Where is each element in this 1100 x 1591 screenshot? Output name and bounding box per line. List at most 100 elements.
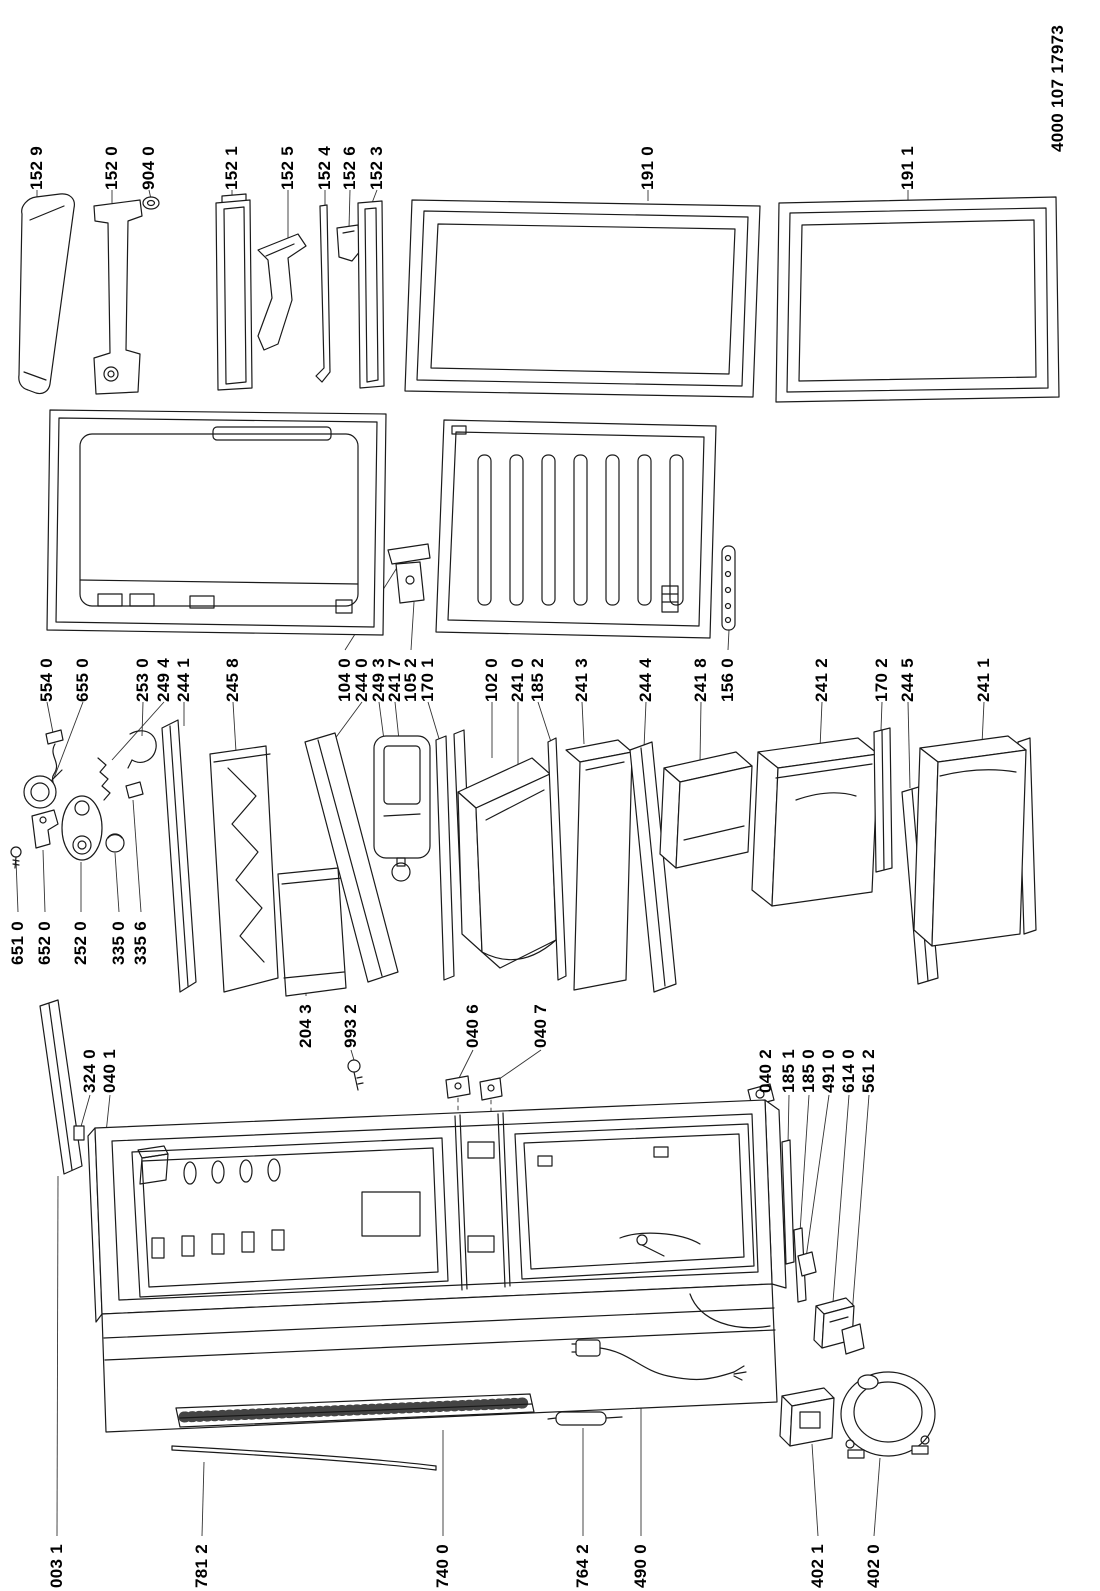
part-label-614-0: 614 0 — [839, 1048, 858, 1093]
part-label-152-3: 152 3 — [367, 145, 386, 190]
part-label-402-0: 402 0 — [864, 1543, 883, 1588]
part-label-402-1: 402 1 — [808, 1543, 827, 1588]
part-drawer-241-2 — [751, 737, 879, 907]
part-label-490-0: 490 0 — [631, 1543, 650, 1588]
part-compressor-402-0 — [840, 1371, 936, 1459]
part-side-trim-003-1 — [39, 999, 83, 1175]
cabinet-freezer-liner — [131, 1137, 449, 1298]
part-label-241-2: 241 2 — [812, 657, 831, 702]
part-label-652-0: 652 0 — [35, 920, 54, 965]
part-trim-strip-156-0 — [721, 545, 736, 631]
part-label-185-1: 185 1 — [779, 1048, 798, 1093]
part-starter-402-1 — [779, 1387, 835, 1447]
part-cabinet-body — [87, 1099, 787, 1433]
part-label-554-0: 554 0 — [37, 657, 56, 702]
part-label-993-2: 993 2 — [341, 1003, 360, 1048]
part-label-102-0: 102 0 — [482, 657, 501, 702]
part-door-gasket-191-0 — [404, 199, 761, 398]
part-cover-561-2 — [841, 1323, 865, 1355]
part-label-253-0: 253 0 — [133, 657, 152, 702]
part-glass-shelf-244-1 — [161, 719, 197, 993]
part-label-152-1: 152 1 — [222, 145, 241, 190]
part-grommet-904-0 — [142, 196, 160, 210]
part-handle-152-9 — [18, 193, 75, 395]
part-lamp-cover-655-0 — [23, 769, 63, 809]
part-trim-185-1 — [781, 1139, 795, 1265]
part-tube-781-2 — [171, 1445, 437, 1471]
part-label-245-8: 245 8 — [223, 657, 242, 702]
part-handle-bracket-152-0 — [93, 199, 143, 395]
part-label-040-1: 040 1 — [100, 1048, 119, 1093]
document-code: 4000 107 17973 — [1048, 24, 1067, 152]
part-screw-651-0 — [10, 846, 22, 869]
part-trim-strip-185-2 — [547, 737, 567, 981]
part-clip-152-6 — [336, 224, 362, 262]
part-label-561-2: 561 2 — [859, 1048, 878, 1093]
part-label-241-0: 241 0 — [508, 657, 527, 702]
part-label-040-6: 040 6 — [463, 1003, 482, 1048]
part-label-185-0: 185 0 — [799, 1048, 818, 1093]
part-label-003-1: 003 1 — [47, 1543, 66, 1588]
part-rail-152-1 — [215, 193, 253, 391]
part-label-191-0: 191 0 — [638, 145, 657, 190]
part-spring-249-4 — [97, 757, 111, 801]
part-label-651-0: 651 0 — [8, 920, 27, 965]
part-label-170-1: 170 1 — [418, 657, 437, 702]
part-drier-764-2 — [547, 1411, 623, 1426]
part-bracket-491-0 — [797, 1251, 817, 1277]
part-label-655-0: 655 0 — [73, 657, 92, 702]
part-bin-204-3 — [277, 867, 347, 997]
part-label-241-3: 241 3 — [572, 657, 591, 702]
part-control-box-241-7 — [373, 735, 431, 882]
part-label-170-2: 170 2 — [872, 657, 891, 702]
part-label-204-3: 204 3 — [296, 1003, 315, 1048]
part-cap-335-0 — [105, 833, 125, 853]
part-label-040-7: 040 7 — [531, 1003, 550, 1048]
part-wire-shelf-245-8 — [209, 745, 279, 993]
part-condenser-740-0 — [175, 1393, 535, 1428]
part-clip-324-0 — [73, 1125, 85, 1141]
part-label-244-5: 244 5 — [898, 657, 917, 702]
part-door-shelf-241-3 — [565, 739, 633, 991]
part-damper-335-6 — [125, 781, 144, 799]
part-label-241-8: 241 8 — [691, 657, 710, 702]
part-label-335-6: 335 6 — [131, 920, 150, 965]
part-label-249-4: 249 4 — [154, 657, 173, 702]
part-hinge-plate-252-0 — [61, 795, 103, 861]
part-clamp-253-0 — [127, 730, 157, 769]
part-label-244-4: 244 4 — [636, 657, 655, 702]
part-label-156-0: 156 0 — [718, 657, 737, 702]
part-label-904-0: 904 0 — [139, 145, 158, 190]
part-key-993-2 — [347, 1059, 364, 1091]
part-glass-shelf-244-4 — [629, 741, 677, 993]
part-trim-152-3 — [357, 200, 385, 389]
part-label-244-1: 244 1 — [174, 657, 193, 702]
part-label-335-0: 335 0 — [109, 920, 128, 965]
part-trim-strip-170-2 — [873, 727, 893, 873]
part-door-gasket-191-1 — [775, 196, 1060, 403]
part-bracket-652-0 — [31, 809, 59, 849]
part-glass-shelf-244-0 — [304, 732, 399, 983]
part-label-252-0: 252 0 — [71, 920, 90, 965]
part-evaporator-door — [435, 419, 717, 639]
part-door-inner-panel — [46, 409, 387, 636]
part-label-152-9: 152 9 — [27, 145, 46, 190]
part-label-241-1: 241 1 — [974, 657, 993, 702]
cabinet-mullion — [454, 1112, 511, 1291]
part-label-152-4: 152 4 — [315, 145, 334, 190]
part-hinge-bracket-104-0 — [387, 543, 431, 604]
part-label-764-2: 764 2 — [573, 1543, 592, 1588]
part-label-152-5: 152 5 — [278, 145, 297, 190]
part-label-185-2: 185 2 — [528, 657, 547, 702]
part-crisper-102-0-241-0 — [457, 757, 557, 969]
part-basket-241-8 — [659, 751, 753, 869]
part-label-491-0: 491 0 — [819, 1048, 838, 1093]
cabinet-fridge-liner — [514, 1123, 755, 1280]
part-label-324-0: 324 0 — [80, 1048, 99, 1093]
part-handle-152-5 — [257, 233, 307, 351]
part-label-740-0: 740 0 — [433, 1543, 452, 1588]
part-label-191-1: 191 1 — [898, 145, 917, 190]
part-rod-152-4 — [315, 204, 331, 383]
